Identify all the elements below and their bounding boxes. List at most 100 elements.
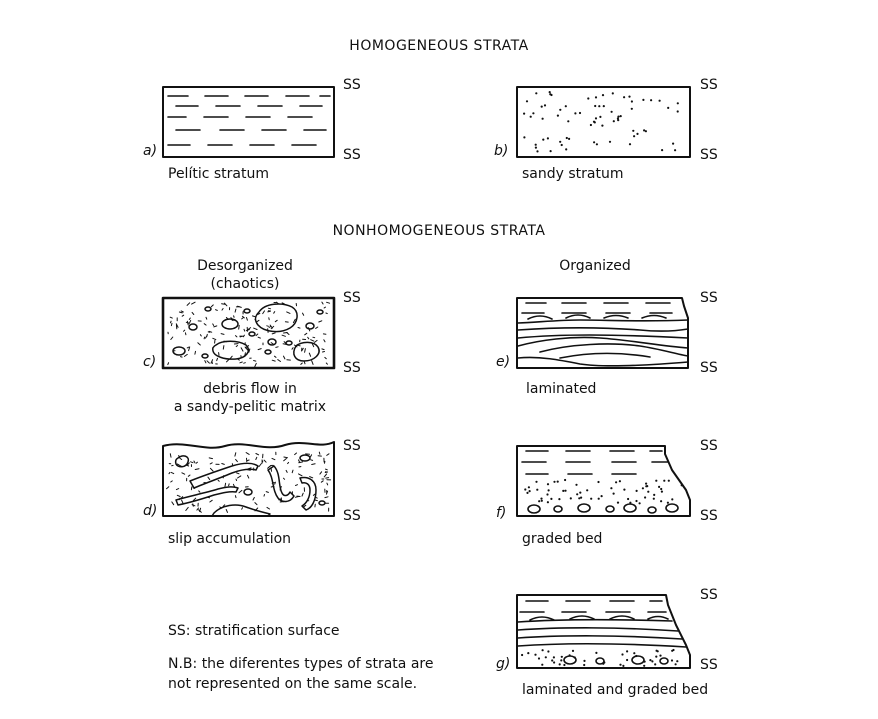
sand-grain	[667, 107, 669, 109]
sand-grain	[615, 481, 617, 483]
matrix-grain	[240, 362, 242, 363]
sand-grain	[629, 502, 631, 504]
sand-grain	[674, 149, 676, 151]
sand-grain	[656, 650, 658, 652]
matrix-grain	[311, 340, 314, 341]
matrix-grain	[213, 324, 214, 326]
matrix-grain	[258, 349, 261, 350]
matrix-grain	[186, 507, 188, 510]
sand-grain	[541, 500, 543, 502]
sand-grain	[676, 660, 678, 662]
sand-grain	[649, 659, 651, 661]
matrix-grain	[284, 356, 285, 359]
matrix-grain	[193, 488, 195, 489]
sand-grain	[532, 112, 534, 114]
matrix-grain	[327, 454, 329, 456]
matrix-grain	[189, 320, 190, 323]
matrix-grain	[221, 334, 224, 335]
sand-grain	[593, 121, 595, 123]
matrix-grain	[182, 473, 185, 474]
sand-grain	[626, 659, 628, 661]
matrix-grain	[256, 454, 259, 455]
matrix-grain	[184, 330, 185, 331]
matrix-grain	[236, 336, 237, 337]
matrix-grain	[181, 357, 183, 358]
sand-grain	[612, 92, 614, 94]
sand-grain	[523, 113, 525, 115]
sand-grain	[547, 483, 549, 485]
sand-grain	[672, 143, 674, 145]
matrix-grain	[171, 481, 173, 482]
matrix-grain	[172, 502, 174, 505]
panel-b-sandy-stratum	[517, 87, 690, 157]
sand-grain	[613, 493, 615, 495]
matrix-grain	[244, 329, 245, 331]
sand-grain	[590, 498, 592, 500]
matrix-grain	[311, 460, 313, 461]
matrix-grain	[325, 357, 327, 358]
matrix-grain	[244, 363, 246, 364]
matrix-grain	[267, 507, 270, 509]
sand-grain	[546, 493, 548, 495]
matrix-grain	[236, 346, 237, 347]
matrix-grain	[168, 363, 169, 365]
matrix-grain	[278, 360, 281, 362]
sand-grain	[536, 150, 538, 152]
matrix-grain	[242, 508, 243, 510]
matrix-grain	[283, 344, 287, 345]
sand-grain	[623, 96, 625, 98]
sand-grain	[655, 480, 657, 482]
sand-grain	[645, 485, 647, 487]
matrix-grain	[206, 317, 207, 319]
matrix-grain	[179, 312, 182, 313]
matrix-grain	[272, 333, 275, 334]
sand-grain	[542, 649, 544, 651]
matrix-grain	[313, 337, 315, 338]
matrix-grain	[176, 489, 178, 490]
sand-grain	[550, 498, 552, 500]
sand-grain	[661, 149, 663, 151]
sand-grain	[535, 92, 537, 94]
sand-grain	[631, 100, 633, 102]
matrix-grain	[256, 334, 258, 336]
matrix-grain	[187, 465, 189, 466]
sand-grain	[622, 665, 624, 667]
matrix-grain	[230, 356, 232, 359]
sand-grain	[563, 664, 565, 666]
sand-grain	[569, 654, 571, 656]
matrix-grain	[256, 457, 257, 459]
matrix-grain	[207, 361, 209, 363]
matrix-grain	[309, 328, 310, 331]
matrix-grain	[217, 358, 218, 360]
matrix-grain	[171, 323, 172, 325]
sand-grain	[558, 498, 560, 500]
sand-grain	[654, 663, 656, 665]
matrix-grain	[235, 453, 236, 456]
sand-grain	[660, 488, 662, 490]
matrix-grain	[204, 324, 206, 325]
matrix-grain	[239, 490, 242, 492]
matrix-grain	[326, 469, 328, 470]
matrix-grain	[287, 312, 290, 314]
matrix-grain	[236, 459, 238, 461]
matrix-grain	[196, 462, 197, 463]
sand-grain	[575, 484, 577, 486]
sand-grain	[542, 118, 544, 120]
matrix-grain	[177, 495, 180, 496]
matrix-grain	[324, 340, 325, 342]
sand-grain	[643, 665, 645, 667]
matrix-grain	[200, 335, 201, 336]
matrix-grain	[205, 361, 206, 363]
matrix-grain	[275, 320, 277, 321]
matrix-grain	[192, 302, 196, 304]
sand-grain	[677, 102, 679, 104]
sand-grain	[579, 112, 581, 114]
matrix-grain	[268, 308, 270, 309]
sand-grain	[647, 491, 649, 493]
matrix-grain	[299, 460, 300, 462]
sand-grain	[547, 137, 549, 139]
sand-grain	[561, 144, 563, 146]
sand-grain	[619, 664, 621, 666]
matrix-grain	[326, 363, 327, 364]
matrix-grain	[312, 480, 313, 482]
